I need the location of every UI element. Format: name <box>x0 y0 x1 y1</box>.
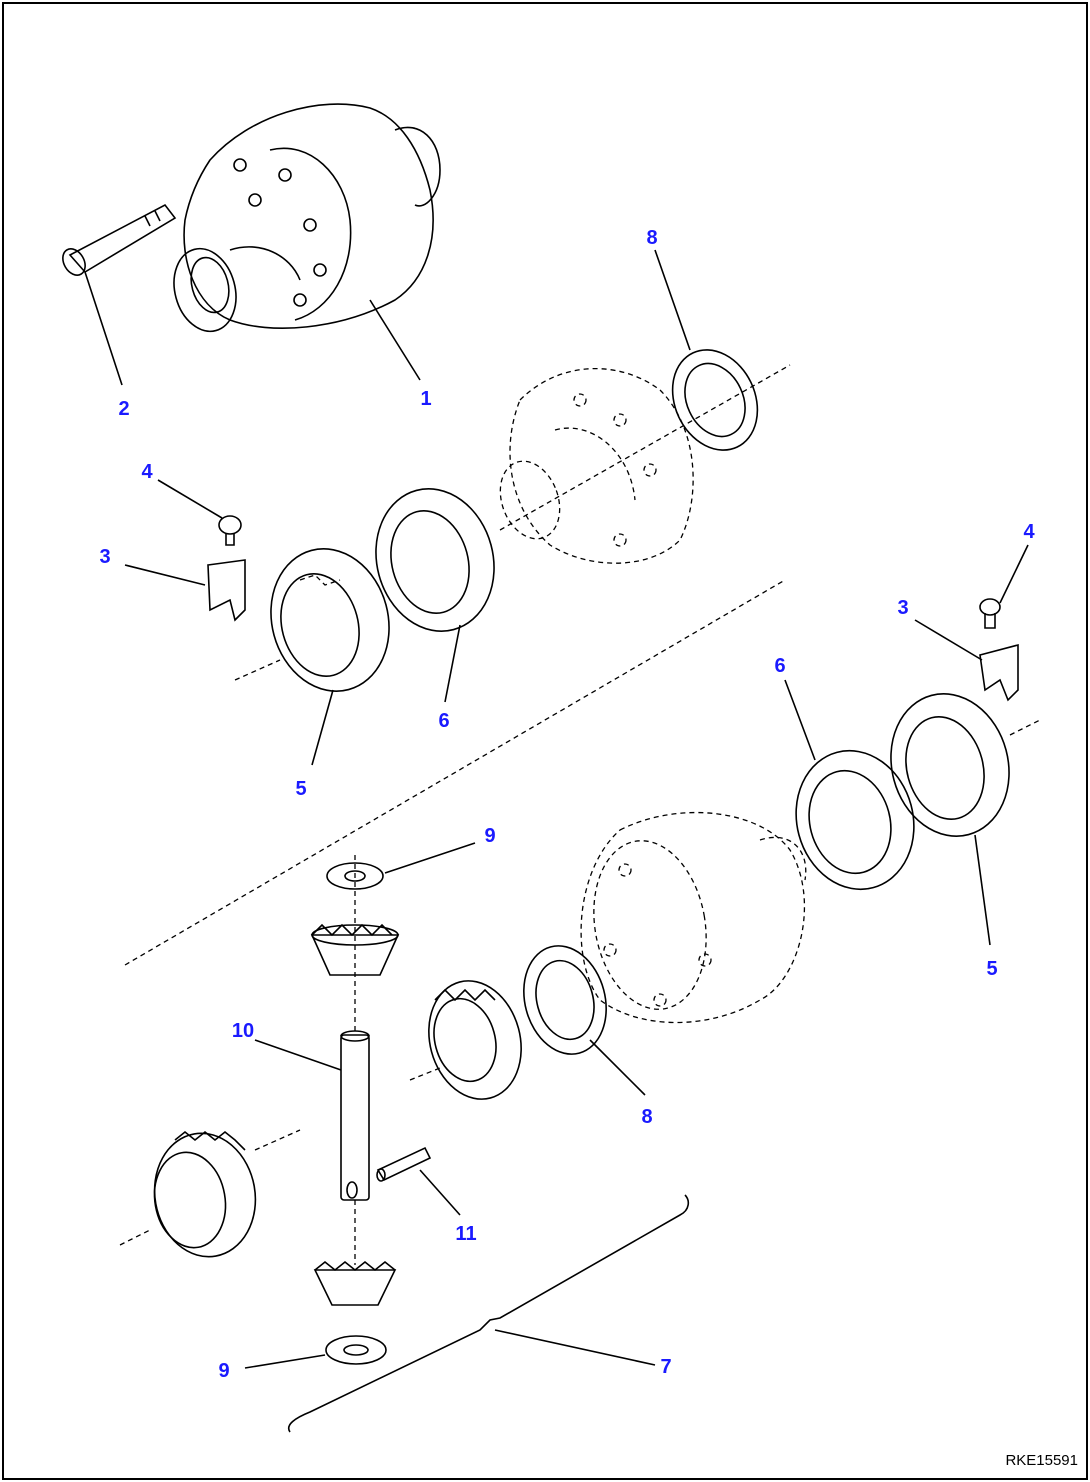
part-9-washer-top <box>326 862 384 890</box>
part-3-lock-plate-left <box>207 559 246 622</box>
part-5-nut-right <box>890 693 1010 837</box>
callout-11: 11 <box>455 1223 476 1245</box>
callout-labels: 1 2 8 4 3 5 6 4 3 6 5 9 10 8 11 9 7 <box>99 227 1035 1382</box>
part-4-bolt-left <box>218 515 242 546</box>
part-6-bearing-right <box>795 749 915 891</box>
leader-lines <box>84 249 1029 1369</box>
part-7-ring-gear <box>288 1194 690 1433</box>
part-5-nut-left <box>270 548 390 692</box>
part-8-washer-lower <box>523 945 607 1055</box>
callout-6-left: 6 <box>438 710 449 732</box>
side-gear-upper <box>409 980 522 1100</box>
callout-8-top: 8 <box>646 227 657 249</box>
part-10-pinion-shaft <box>340 1030 370 1201</box>
callout-3-left: 3 <box>99 546 110 568</box>
part-4-bolt-right <box>979 598 1001 629</box>
callout-1: 1 <box>420 388 431 410</box>
pinion-gear-upper <box>310 923 400 976</box>
separator-line <box>124 579 786 966</box>
callout-9-top: 9 <box>484 825 495 847</box>
case-ghost-outline <box>499 364 791 564</box>
callout-4-left: 4 <box>141 461 153 483</box>
callout-7: 7 <box>660 1356 671 1378</box>
axis-left <box>234 659 281 681</box>
callout-4-right: 4 <box>1023 521 1035 543</box>
case-ghost-outline-lower <box>580 811 807 1024</box>
callout-3-right: 3 <box>897 597 908 619</box>
part-8-washer-top <box>671 349 759 451</box>
callout-5-left: 5 <box>295 778 306 800</box>
callout-9-lower: 9 <box>218 1360 229 1382</box>
callout-2: 2 <box>118 398 129 420</box>
callout-10: 10 <box>232 1020 254 1042</box>
drawing-code: RKE15591 <box>1005 1452 1078 1469</box>
part-9-washer-lower <box>325 1335 387 1365</box>
part-1-differential-case <box>173 103 441 333</box>
pinion-gear-lower <box>313 1260 397 1306</box>
callout-5-right: 5 <box>986 958 997 980</box>
axis-right <box>1009 719 1041 736</box>
part-2-bolt <box>62 203 177 276</box>
callout-6-right: 6 <box>774 655 785 677</box>
part-11-pin <box>376 1146 432 1182</box>
side-gear-lower <box>119 1129 301 1258</box>
part-6-bearing-left <box>375 488 495 632</box>
callout-8-lower: 8 <box>641 1106 652 1128</box>
part-3-lock-plate-right <box>979 643 1019 702</box>
